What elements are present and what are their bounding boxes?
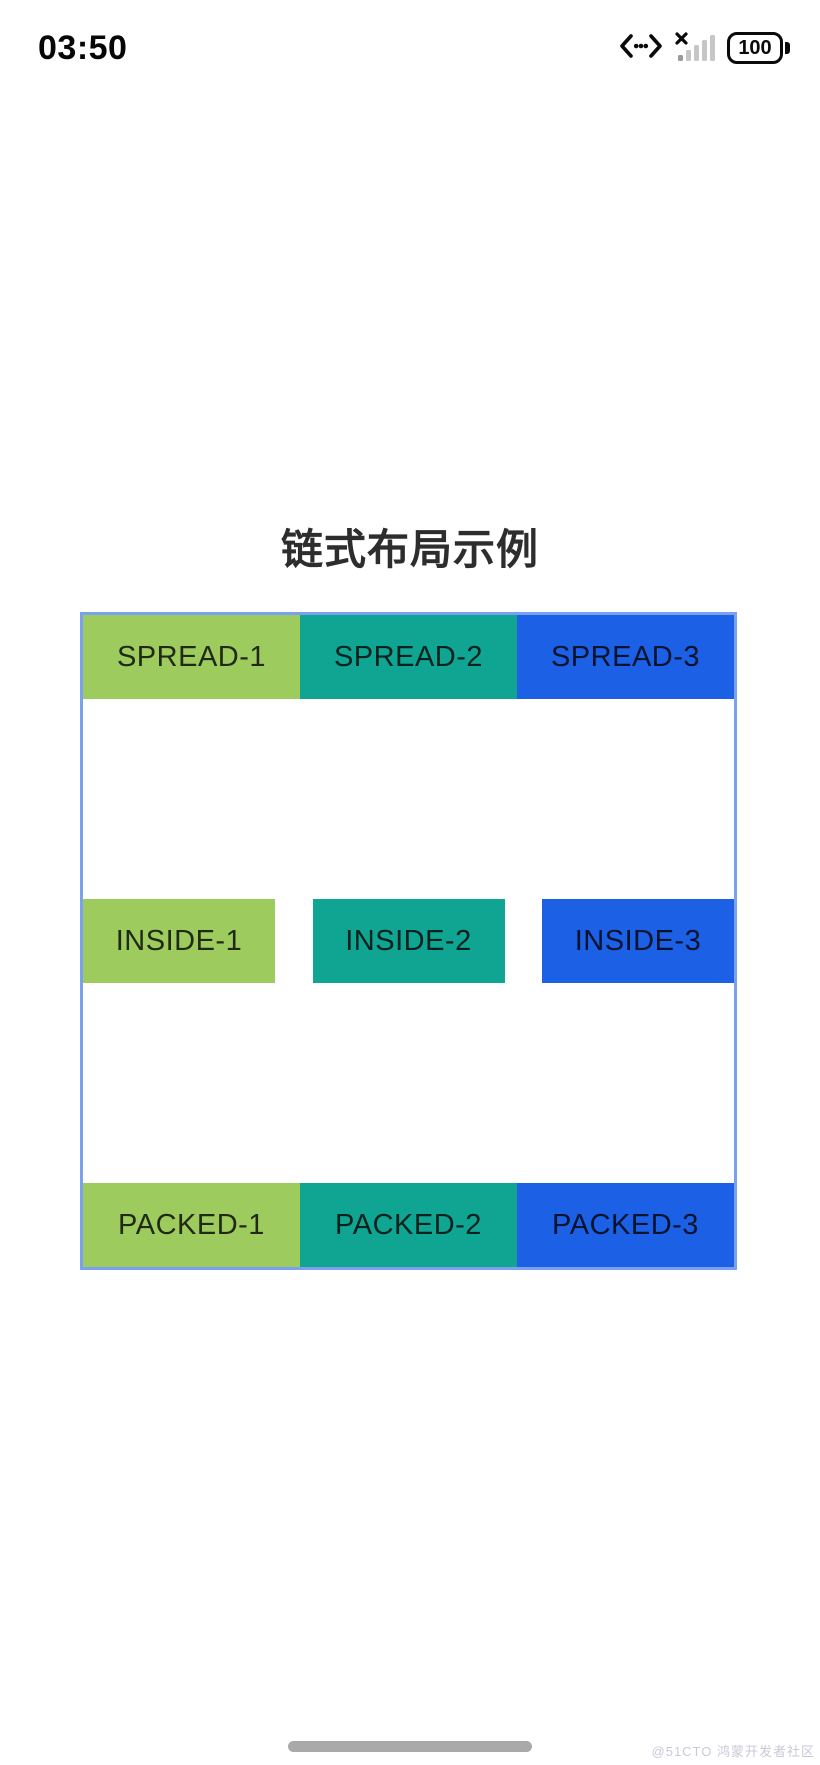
chain-box-spread-2: SPREAD-2	[300, 615, 517, 699]
chain-box-inside-2: INSIDE-2	[312, 899, 505, 983]
chain-box-inside-1: INSIDE-1	[83, 899, 275, 983]
status-icons: 100	[619, 31, 790, 66]
chain-box-packed-3: PACKED-3	[517, 1183, 734, 1267]
battery-nub	[785, 42, 790, 54]
no-sim-signal-icon	[674, 31, 716, 66]
chain-layout-container: SPREAD-1 SPREAD-2 SPREAD-3 INSIDE-1 INSI…	[80, 612, 737, 1270]
chain-box-spread-3: SPREAD-3	[517, 615, 734, 699]
page-title: 链式布局示例	[280, 526, 539, 573]
status-bar: 03:50	[0, 0, 820, 96]
chain-box-inside-3: INSIDE-3	[542, 899, 734, 983]
battery-level: 100	[727, 32, 783, 64]
chain-box-packed-1: PACKED-1	[83, 1183, 300, 1267]
status-time: 03:50	[38, 28, 128, 67]
dev-mode-icon	[619, 32, 663, 65]
battery-icon: 100	[727, 32, 790, 64]
chain-row-packed: PACKED-1 PACKED-2 PACKED-3	[83, 1183, 734, 1267]
chain-box-packed-2: PACKED-2	[300, 1183, 517, 1267]
chain-row-inside: INSIDE-1 INSIDE-2 INSIDE-3	[83, 899, 734, 983]
chain-row-spread: SPREAD-1 SPREAD-2 SPREAD-3	[83, 615, 734, 699]
watermark: @51CTO 鸿蒙开发者社区	[651, 1744, 815, 1759]
chain-box-spread-1: SPREAD-1	[83, 615, 300, 699]
home-indicator[interactable]	[288, 1741, 532, 1752]
